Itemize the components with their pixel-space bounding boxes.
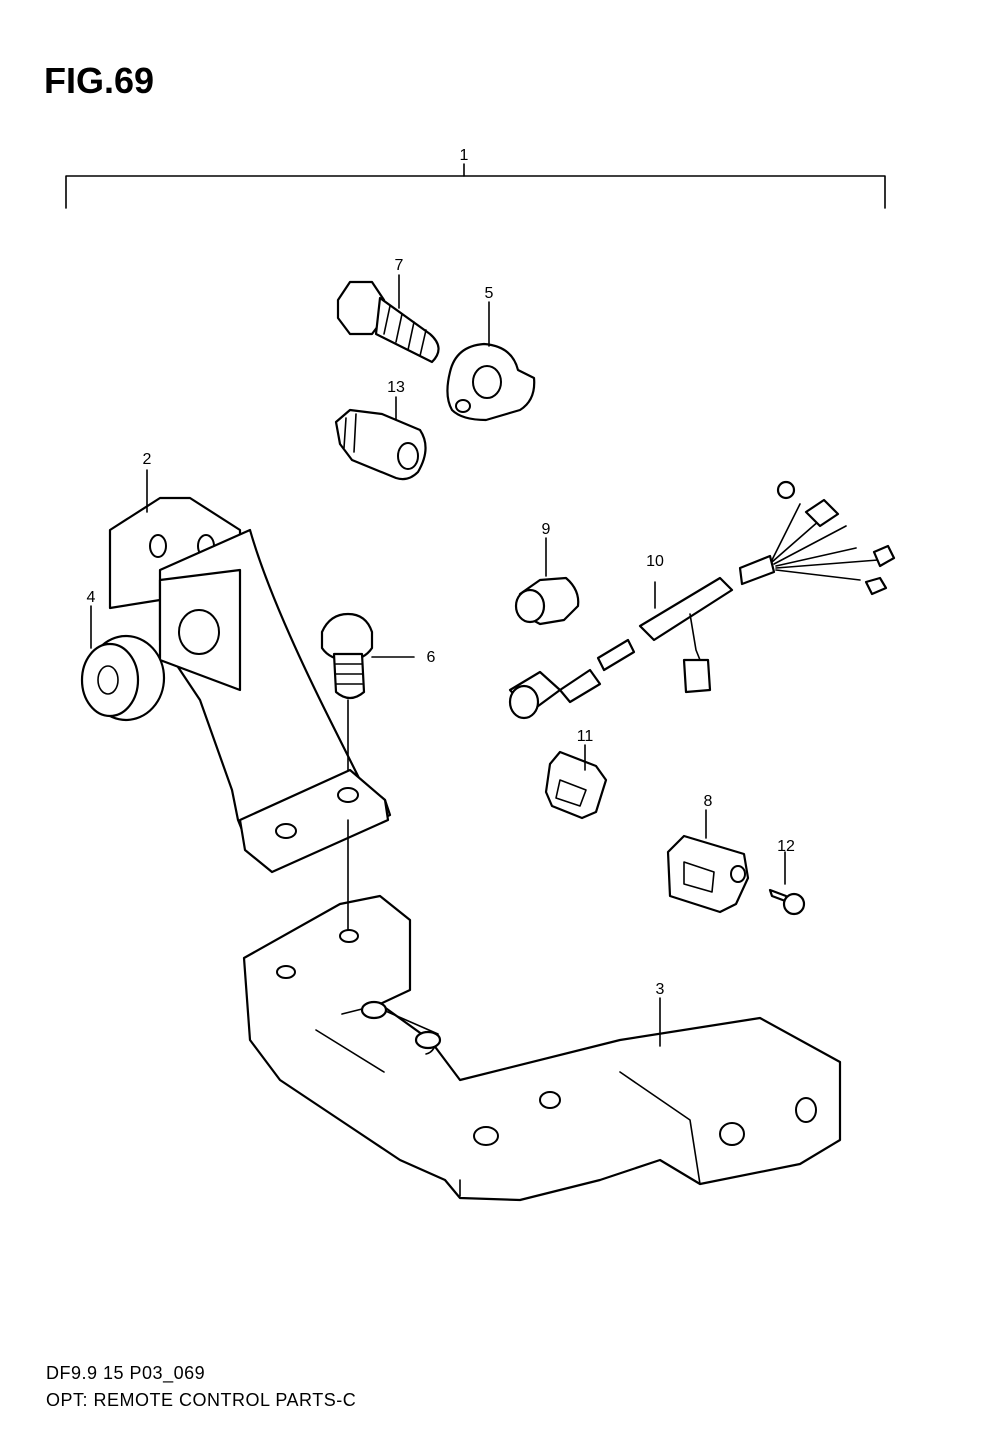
part-8-holder[interactable] <box>666 809 750 914</box>
callout-10: 10 <box>646 553 664 570</box>
callout-4: 4 <box>87 589 96 606</box>
part-12-screw[interactable] <box>768 851 806 916</box>
figure-title: FIG.69 <box>44 60 155 101</box>
callout-8: 8 <box>704 793 713 810</box>
part-3-mount[interactable] <box>242 819 842 1202</box>
footer-caption: OPT: REMOTE CONTROL PARTS-C <box>46 1390 357 1410</box>
callout-1: 1 <box>460 147 469 164</box>
callout-11: 11 <box>577 728 594 745</box>
part-9-grommet[interactable] <box>514 576 580 626</box>
callout-13: 13 <box>387 379 405 396</box>
callout-12: 12 <box>777 838 795 855</box>
part-6-bolt[interactable] <box>320 612 415 771</box>
part-11-seal[interactable] <box>544 750 608 820</box>
part-5-clamp[interactable] <box>446 342 536 422</box>
part-13-spacer[interactable] <box>334 408 427 481</box>
part-2-bracket[interactable] <box>108 496 392 874</box>
callout-7: 7 <box>395 257 404 274</box>
callout-6: 6 <box>427 649 436 666</box>
assembly-bracket <box>65 163 886 209</box>
callout-9: 9 <box>542 521 551 538</box>
callout-3: 3 <box>656 981 665 998</box>
leader-lines <box>90 274 661 1047</box>
callout-2: 2 <box>143 451 152 468</box>
part-7-bolt[interactable] <box>336 280 440 364</box>
part-4-grommet[interactable] <box>80 634 166 722</box>
part-10-harness[interactable] <box>508 480 896 720</box>
footer-model: DF9.9 15 P03_069 <box>46 1363 206 1383</box>
callouts: 1 2 3 4 5 6 7 8 9 10 11 12 13 <box>87 147 795 998</box>
callout-5: 5 <box>485 285 494 302</box>
